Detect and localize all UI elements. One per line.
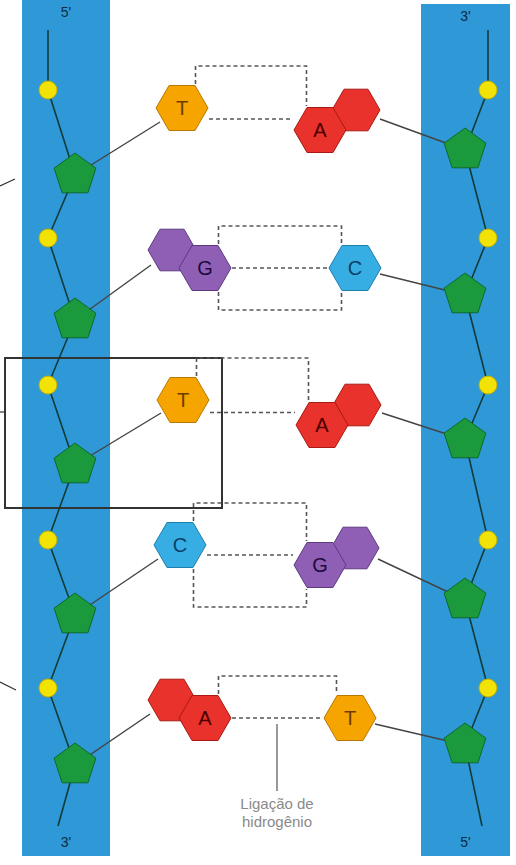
base-text-holder: G	[178, 244, 232, 292]
hydrogen-bond	[219, 292, 342, 310]
nitrogen-base: A	[293, 106, 347, 154]
phosphate	[479, 229, 497, 247]
base-text-holder: T	[323, 694, 377, 742]
dna-strand: 5' 3'	[22, 0, 110, 856]
base-letter: A	[313, 119, 326, 141]
strand-end-label: 5'	[22, 4, 110, 20]
base-letter: A	[198, 707, 211, 729]
hexagon	[156, 86, 208, 131]
sugar	[54, 743, 96, 783]
nitrogen-base: C	[153, 521, 207, 569]
base-letter: T	[176, 97, 188, 119]
base-text-holder: C	[153, 521, 207, 569]
strand-end-label: 5'	[421, 834, 510, 850]
hexagon	[154, 523, 206, 568]
hydrogen-bond	[232, 267, 328, 269]
strand-end-label: 3'	[421, 8, 510, 24]
nitrogen-base: A	[178, 694, 232, 742]
backbone-line	[48, 30, 75, 826]
hydrogen-bond	[232, 717, 323, 719]
hydrogen-bond	[194, 569, 307, 607]
sugar	[444, 128, 486, 168]
hexagon	[329, 246, 381, 291]
base-letter: T	[177, 389, 189, 411]
phosphate	[479, 679, 497, 697]
base-letter: G	[197, 257, 213, 279]
strand-end-label: 3'	[22, 834, 110, 850]
base-text-holder: G	[293, 541, 347, 589]
base-text-holder: A	[295, 401, 349, 449]
phosphate	[39, 531, 57, 549]
sugar	[54, 298, 96, 338]
leader-stub	[0, 682, 16, 690]
phosphate	[39, 81, 57, 99]
nucleotide-box	[5, 358, 222, 508]
sugar	[54, 443, 96, 483]
base-text-holder: T	[155, 84, 209, 132]
base-text-holder: T	[156, 376, 210, 424]
phosphate	[39, 229, 57, 247]
phosphate	[479, 531, 497, 549]
base-letter: T	[344, 707, 356, 729]
nitrogen-base: C	[328, 244, 382, 292]
phosphate	[479, 376, 497, 394]
hydrogen-bond	[196, 66, 307, 106]
nitrogen-base: G	[293, 541, 347, 589]
hexagon	[324, 696, 376, 741]
glycosidic-bonds	[75, 119, 465, 765]
strand-bar	[22, 0, 110, 856]
base-letter: C	[173, 534, 187, 556]
nitrogen-base: T	[156, 376, 210, 424]
sugar	[444, 273, 486, 313]
hexagon	[294, 108, 346, 153]
hydrogen-bond	[207, 554, 293, 556]
hydrogen-bond	[210, 412, 295, 414]
leader-stub	[0, 411, 5, 412]
base-text-holder: C	[328, 244, 382, 292]
hexagon	[157, 378, 209, 423]
nitrogen-base: T	[323, 694, 377, 742]
base-letter: A	[315, 414, 328, 436]
base-text-holder: A	[293, 106, 347, 154]
phosphate-group	[39, 81, 497, 697]
base-letter: G	[312, 554, 328, 576]
sugar	[54, 153, 96, 193]
bond-label: Ligação de hidrogênio	[221, 795, 333, 831]
hydrogen-bond	[197, 358, 309, 401]
sugar-group	[54, 128, 486, 783]
sugar	[444, 418, 486, 458]
dna-strand: 3' 5'	[421, 4, 510, 856]
hydrogen-bond	[219, 226, 342, 244]
phosphate	[39, 679, 57, 697]
leader-line	[276, 724, 277, 791]
hexagon	[179, 696, 231, 741]
hexagon	[179, 246, 231, 291]
phosphate	[479, 81, 497, 99]
nitrogen-base: A	[295, 401, 349, 449]
hydrogen-bond	[209, 118, 293, 120]
hydrogen-bond	[194, 503, 307, 541]
leader-stub	[0, 179, 15, 186]
hydrogen-bond	[219, 676, 337, 694]
phosphate	[39, 376, 57, 394]
hexagon	[294, 543, 346, 588]
sugar	[444, 578, 486, 618]
hexagon	[296, 403, 348, 448]
nitrogen-base: G	[178, 244, 232, 292]
base-text-holder: A	[178, 694, 232, 742]
nitrogen-base: T	[155, 84, 209, 132]
base-letter: C	[348, 257, 362, 279]
sugar	[444, 723, 486, 763]
sugar	[54, 593, 96, 633]
